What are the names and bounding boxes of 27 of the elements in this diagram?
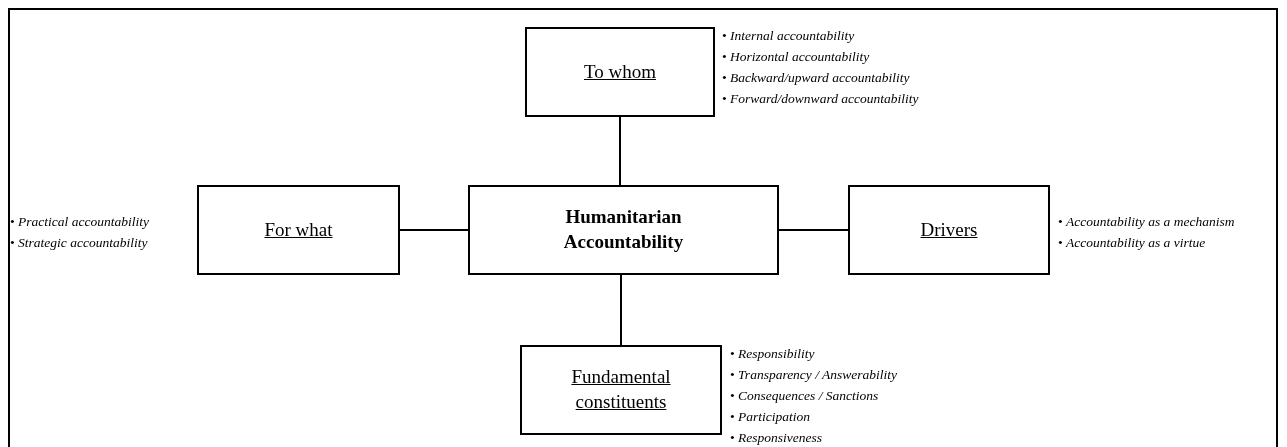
bullet-item: • Participation	[730, 408, 812, 426]
bullet-item: • Strategic accountability	[10, 234, 149, 252]
bullet-item: • Responsibility	[730, 345, 816, 363]
category-box	[848, 185, 1050, 275]
connector-line	[399, 229, 469, 231]
bullet-item: • Responsiveness	[730, 429, 824, 447]
bullet-item: • Transparency / Answerability	[730, 366, 898, 384]
category-box	[525, 27, 715, 117]
bullet-item: • Practical accountability	[10, 213, 149, 231]
category-box	[197, 185, 400, 275]
node-label: Fundamental constituents	[570, 365, 672, 414]
category-box	[520, 345, 722, 435]
bullet-item: • Accountability as a virtue	[1058, 234, 1207, 252]
connector-line	[778, 229, 849, 231]
bullet-item: • Consequences / Sanctions	[730, 387, 880, 405]
bullet-item: • Forward/downward accountability	[722, 90, 919, 108]
bullet-item: • Backward/upward accountability	[722, 69, 911, 87]
bullet-item: • Accountability as a mechanism	[1058, 213, 1235, 231]
connector-line	[619, 116, 621, 186]
central-box	[468, 185, 779, 275]
bullet-item: • Horizontal accountability	[722, 48, 871, 66]
node-label: Humanitarian Accountability	[562, 205, 685, 254]
node-label: For what	[264, 217, 333, 242]
node-label: To whom	[584, 59, 656, 84]
node-label: Drivers	[920, 217, 978, 242]
bullet-item: • Internal accountability	[722, 27, 856, 45]
connector-line	[620, 274, 622, 346]
